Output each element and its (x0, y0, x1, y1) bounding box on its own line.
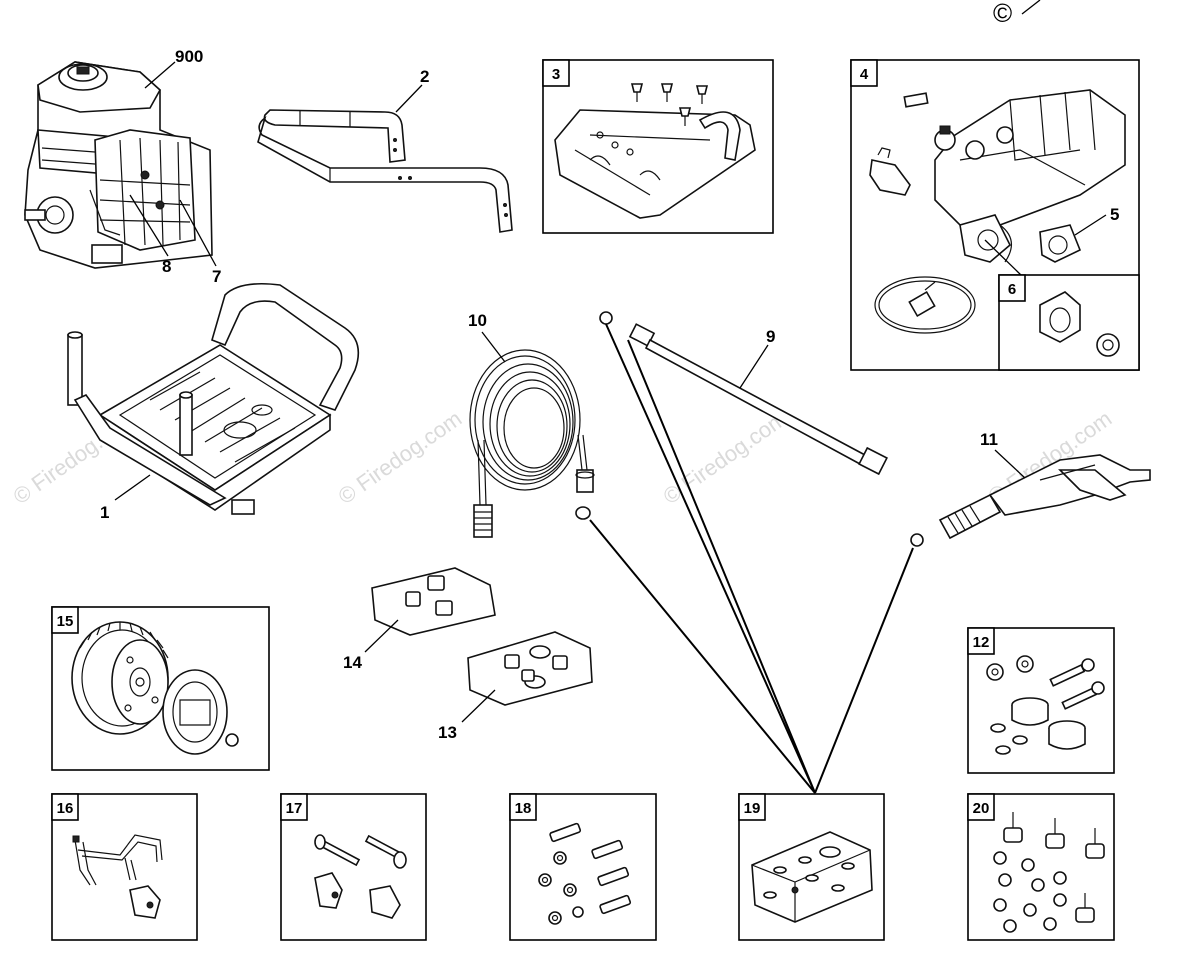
hardware-parts-12 (986, 655, 1105, 755)
callout-5: 5 (1110, 205, 1119, 224)
box-tag-3 (542, 59, 570, 87)
leader-8 (129, 194, 169, 257)
engine-assembly (24, 61, 213, 269)
box-label-3: 3 (552, 66, 560, 83)
leader-10 (481, 331, 506, 363)
box-label-20: 20 (973, 800, 990, 817)
box-19-leader-lines (589, 323, 914, 794)
box-tag-16 (51, 793, 79, 821)
box-label-12: 12 (973, 634, 990, 651)
pump-assembly (869, 89, 1126, 334)
spray-wand (599, 311, 888, 476)
leader-5 (1074, 214, 1107, 236)
box-tag-19 (738, 793, 766, 821)
watermark-text: © Firedog.com (659, 406, 792, 509)
watermark-text: © Firedog.com (334, 406, 467, 509)
box-tag-18 (509, 793, 537, 821)
callout-14: 14 (343, 653, 362, 672)
box-tag-15 (51, 606, 79, 634)
leader-7 (179, 199, 217, 267)
bolt-parts-17 (314, 834, 407, 919)
seal-kit-19 (751, 831, 873, 923)
bracket-parts-16 (72, 834, 163, 919)
leader-1 (114, 474, 151, 501)
callout-9: 9 (766, 327, 775, 346)
box-tag-17 (280, 793, 308, 821)
callout-2: 2 (420, 67, 429, 86)
leader-900 (144, 61, 176, 89)
box-tag-6 (998, 274, 1026, 302)
mount-parts-20 (993, 812, 1105, 933)
box-label-17: 17 (286, 800, 303, 817)
callout-7: 7 (212, 267, 221, 286)
leader-14 (364, 619, 399, 653)
callout-8: 8 (162, 257, 171, 276)
high-pressure-hose (469, 349, 595, 538)
callout-11: 11 (980, 430, 998, 449)
box-tag-12 (967, 627, 995, 655)
leader-2 (395, 84, 423, 113)
callout-10: 10 (468, 311, 487, 330)
copyright-symbol: © (993, 0, 1012, 28)
callout-900: 900 (175, 47, 203, 66)
leader-6 (984, 239, 1023, 277)
nozzle-bag-13 (467, 631, 593, 706)
leader-13 (461, 689, 496, 723)
spray-gun (910, 454, 1151, 547)
box-label-4: 4 (860, 66, 869, 83)
bracket-part-3 (554, 83, 756, 219)
callout-1: 1 (100, 503, 109, 522)
box-label-19: 19 (744, 800, 761, 817)
box-label-6: 6 (1008, 281, 1016, 298)
handle-part (257, 109, 513, 233)
box-label-15: 15 (57, 613, 74, 630)
box-label-18: 18 (515, 800, 532, 817)
nozzle-bag-14 (371, 567, 496, 636)
leader-9 (739, 344, 769, 389)
frame-part (67, 282, 360, 515)
wheel-part (71, 621, 239, 755)
box-label-16: 16 (57, 800, 74, 817)
box-tag-4 (850, 59, 878, 87)
box-tag-20 (967, 793, 995, 821)
screw-parts-18 (538, 822, 632, 925)
callout-13: 13 (438, 723, 457, 742)
fitting-parts-6 (1039, 291, 1120, 357)
leader-11 (994, 449, 1026, 479)
copyright-line (1021, 0, 1041, 15)
